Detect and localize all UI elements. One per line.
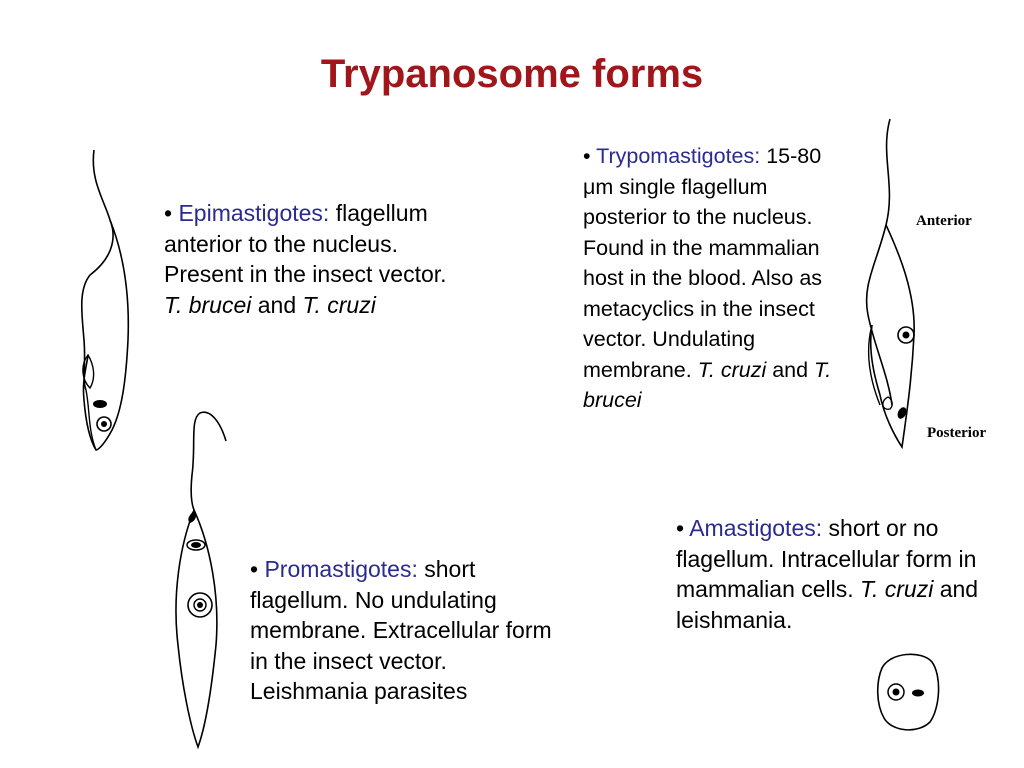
promastigotes-description: short flagellum. No undulating membrane.… (250, 556, 552, 704)
amastigotes-text: • Amastigotes: short or no flagellum. In… (676, 513, 1006, 635)
epimastigotes-description: flagellum anterior to the nucleus. Prese… (164, 200, 447, 287)
amastigotes-term: Amastigotes: (689, 515, 823, 541)
epimastigote-drawing (80, 149, 130, 451)
species-t-brucei: T. brucei (164, 291, 252, 318)
species-t-brucei: T. brucei (583, 357, 832, 413)
epimastigotes-term: Epimastigotes: (178, 200, 330, 226)
promastigotes-term: Promastigotes: (264, 556, 418, 582)
trypomastigotes-description: 15-80 μm single flagellum posterior to t… (583, 144, 823, 382)
promastigote-drawing (175, 411, 227, 750)
trypomastigotes-term: Trypomastigotes: (596, 144, 761, 168)
bullet: • (676, 515, 685, 541)
bullet: • (164, 200, 173, 226)
bullet: • (250, 556, 259, 582)
posterior-label: Posterior (927, 425, 987, 441)
species-t-cruzi: T. cruzi (302, 291, 376, 318)
amastigote-drawing (876, 653, 940, 731)
trypomastigotes-text: • Trypomastigotes: 15-80 μm single flage… (583, 141, 848, 416)
trypomastigote-drawing (865, 118, 915, 450)
epimastigotes-text: • Epimastigotes: flagellum anterior to t… (164, 198, 454, 320)
amastigotes-description: short or no flagellum. Intracellular for… (676, 515, 977, 602)
slide-title: Trypanosome forms (320, 52, 704, 96)
conjunction: and (251, 291, 303, 318)
amastigotes-description-end: and leishmania. (676, 576, 979, 633)
conjunction: and (766, 357, 815, 382)
bullet: • (583, 144, 591, 168)
species-t-cruzi: T. cruzi (697, 357, 767, 382)
anterior-label: Anterior (916, 213, 972, 229)
promastigotes-text: • Promastigotes: short flagellum. No und… (250, 554, 570, 707)
species-t-cruzi: T. cruzi (860, 576, 934, 602)
